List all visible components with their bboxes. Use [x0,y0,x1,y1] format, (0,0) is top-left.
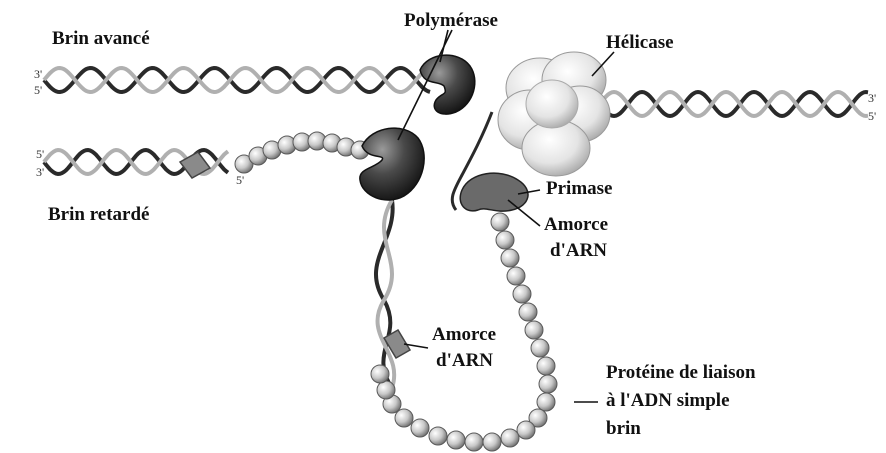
ssb-bead [537,357,555,375]
ssb-bead [371,365,389,383]
ssb-bead [429,427,447,445]
ssb-bead [377,381,395,399]
label-helicase: Hélicase [606,32,674,54]
label-rna-primer-bottom-2: d'ARN [436,350,493,372]
primase-enzyme [460,173,528,211]
label-ssb-1: Protéine de liaison [606,362,756,384]
polymerase-lower [360,128,424,200]
ssb-bead [501,429,519,447]
ssb-bead [501,249,519,267]
ssb-bead [483,433,501,451]
label-polymerase: Polymérase [404,10,498,32]
ssb-bead [447,431,465,449]
end-right-upper: 3' [868,92,876,104]
label-ssb-3: brin [606,418,641,440]
label-lagging-strand: Brin retardé [48,204,150,226]
parental-dna-helix [600,92,868,116]
ssb-bead [513,285,531,303]
end-right-lower: 5' [868,110,876,122]
label-leading-strand: Brin avancé [52,28,150,50]
ssb-bead [539,375,557,393]
leading-strand-helix [44,68,430,92]
ssb-bead [519,303,537,321]
label-rna-primer-top-1: Amorce [544,214,608,236]
ssb-bead [517,421,535,439]
ssb-bead [507,267,525,285]
label-ssb-2: à l'ADN simple [606,390,730,412]
end-mid-left-lower: 3' [36,166,44,178]
ssb-bead [395,409,413,427]
helicase-enzyme [498,52,610,176]
polymerase-upper [420,55,475,114]
ssb-bead-chain-upper [235,132,369,173]
label-primase: Primase [546,178,612,200]
ssb-bead [491,213,509,231]
end-top-left-upper: 3' [34,68,42,80]
end-top-left-lower: 5' [34,84,42,96]
label-rna-primer-top-2: d'ARN [550,240,607,262]
ssb-bead [525,321,543,339]
ssb-bead [465,433,483,451]
end-mid-left-upper: 5' [36,148,44,160]
loop-helix [376,200,394,388]
ssb-bead [411,419,429,437]
label-rna-primer-bottom-1: Amorce [432,324,496,346]
ssb-bead [537,393,555,411]
end-lagging-5prime: 5' [236,174,244,186]
ssb-bead [531,339,549,357]
ssb-bead [496,231,514,249]
